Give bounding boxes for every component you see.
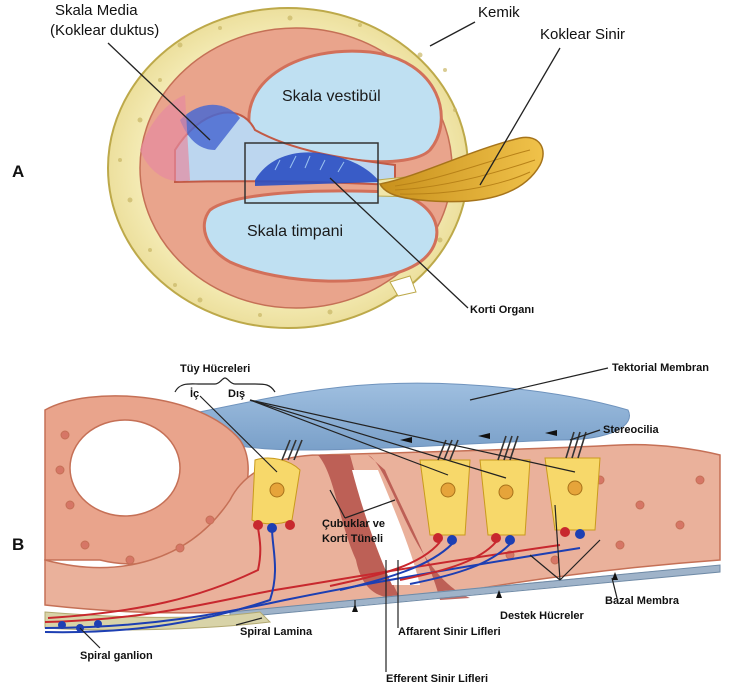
panel-a-letter: A	[12, 162, 24, 182]
label-tektorial-membran: Tektorial Membran	[612, 362, 709, 374]
label-koklear-sinir: Koklear Sinir	[540, 26, 625, 43]
label-kemik: Kemik	[478, 4, 520, 21]
outer-hair-cells	[420, 458, 600, 535]
label-korti-tuneli: Korti Tüneli	[322, 533, 383, 545]
panel-a	[108, 8, 560, 328]
label-spiral-lamina: Spiral Lamina	[240, 626, 312, 638]
label-skala-media: Skala Media	[55, 2, 138, 19]
label-stereocilia: Stereocilia	[603, 424, 659, 436]
label-efferent-sinir-lifleri: Efferent Sinir Lifleri	[386, 673, 488, 685]
inner-hair-cell	[252, 458, 300, 524]
label-destek-hucreler: Destek Hücreler	[500, 610, 584, 622]
label-skala-timpani: Skala timpani	[247, 223, 343, 241]
label-affarent-sinir-lifleri: Affarent Sinir Lifleri	[398, 626, 501, 638]
label-tuy-hucreleri: Tüy Hücreleri	[180, 363, 250, 375]
label-spiral-ganlion: Spiral ganlion	[80, 650, 153, 662]
label-koklear-duktus: (Koklear duktus)	[50, 22, 159, 39]
label-ic: İç	[190, 388, 199, 400]
label-bazal-membra: Bazal Membra	[605, 595, 679, 607]
label-dis: Dış	[228, 388, 245, 400]
inner-sulcus	[70, 420, 180, 516]
label-korti-organi: Korti Organı	[470, 304, 534, 316]
label-skala-vestibul: Skala vestibül	[282, 88, 381, 106]
panel-b-letter: B	[12, 535, 24, 555]
label-cubuklar-ve: Çubuklar ve	[322, 518, 385, 530]
